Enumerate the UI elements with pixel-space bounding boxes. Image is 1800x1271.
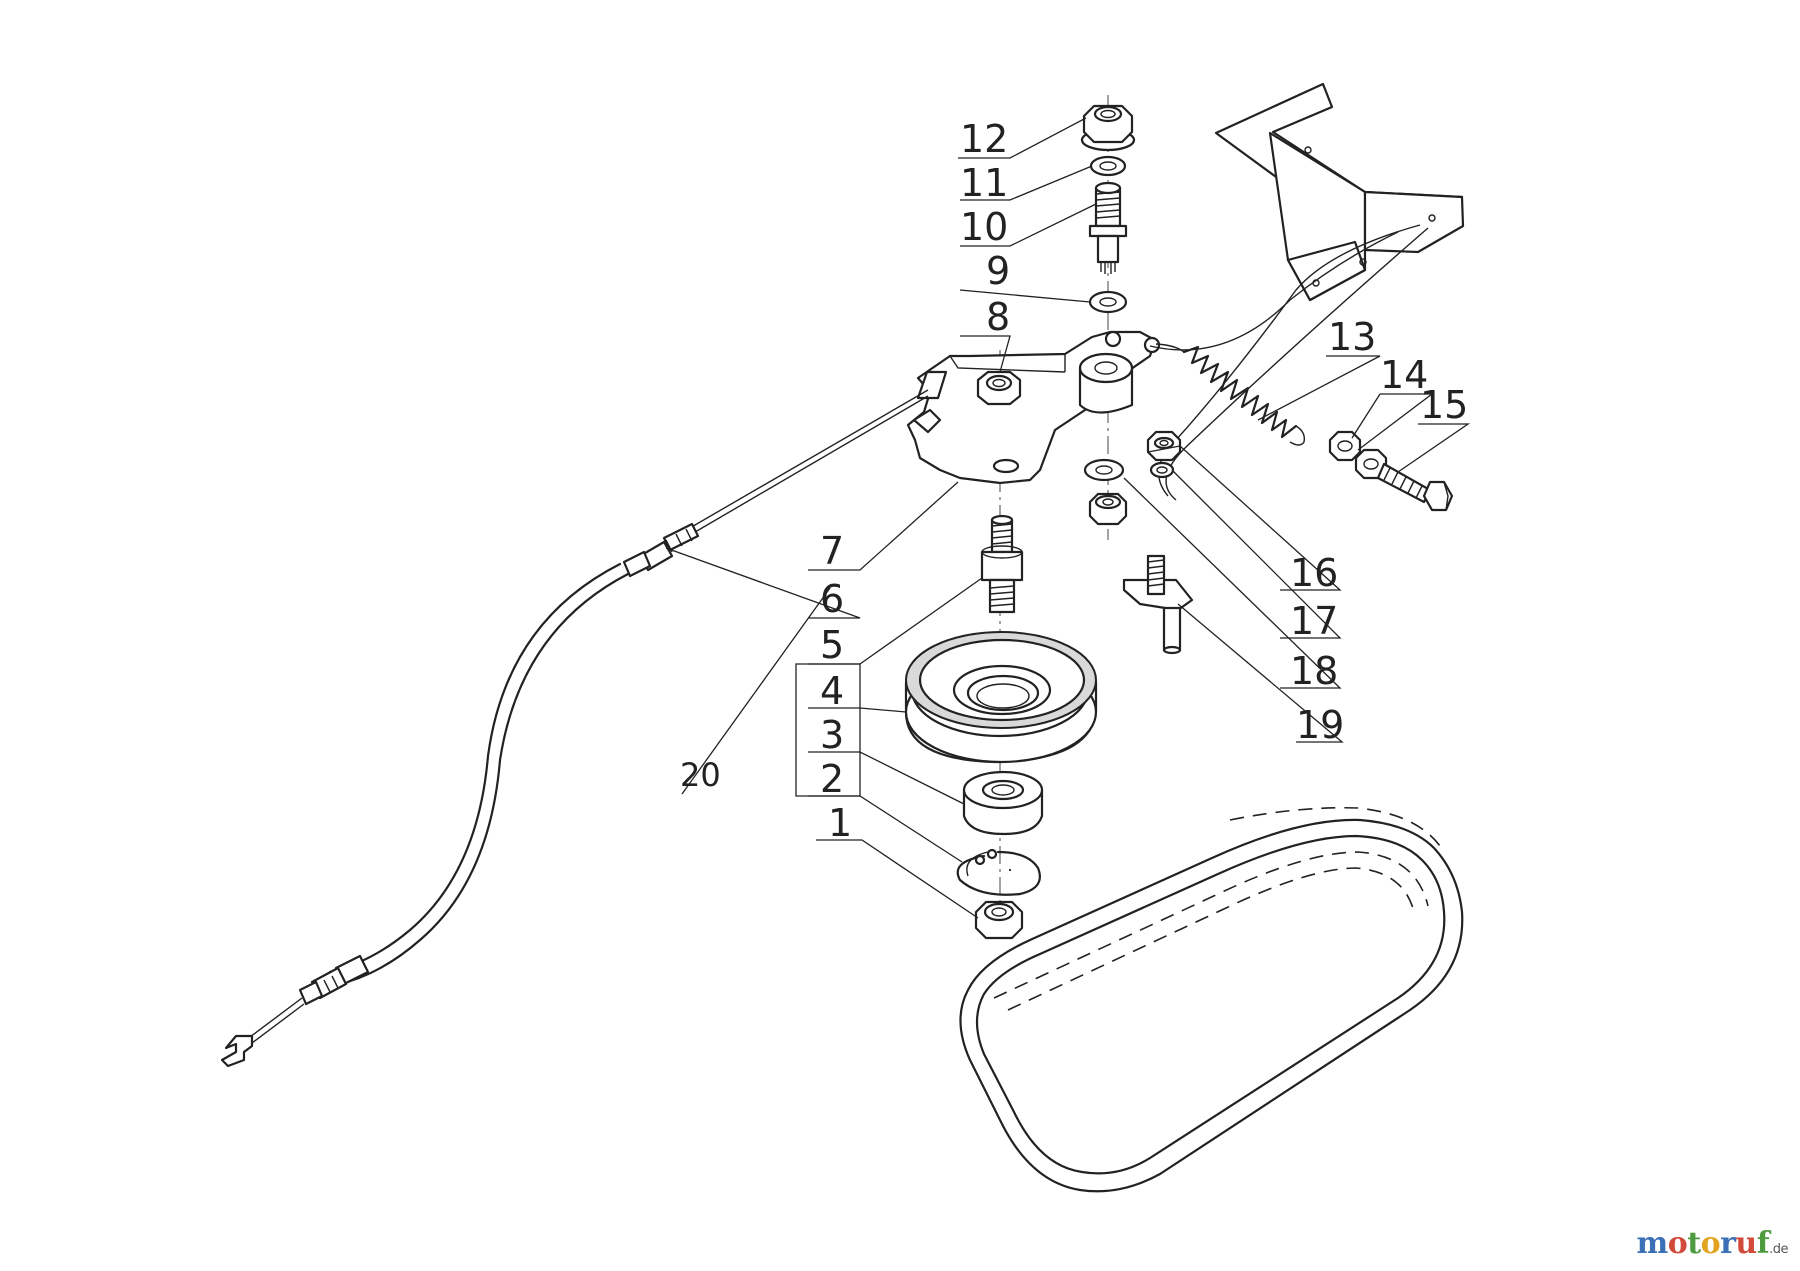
part-17-lock-washer: [1149, 461, 1175, 479]
callout-17: 17: [1290, 599, 1338, 643]
callout-1: 1: [828, 801, 852, 845]
part-11-washer: [1089, 155, 1127, 177]
mounting-bracket: [1214, 82, 1465, 302]
callout-numbers: 12 11 10 9 8 7 6 5 4 3 2 1 20 13 14 15 1…: [680, 117, 1468, 845]
logo-letter: t: [1687, 1226, 1701, 1261]
spring-anchor-curve-a: [1149, 231, 1399, 351]
leader-lines: [665, 117, 1471, 919]
part-1-nut: [974, 900, 1024, 940]
callout-20: 20: [680, 756, 721, 794]
callout-19: 19: [1296, 703, 1344, 747]
callout-18: 18: [1290, 649, 1338, 693]
part-10-shoulder-bolt: [1088, 181, 1128, 274]
part-8-nut: [976, 370, 1022, 406]
callout-3: 3: [820, 713, 844, 757]
motoruf-logo: motoruf.de: [1636, 1226, 1788, 1261]
part-15-hex-bolt: [1376, 462, 1454, 512]
callout-16: 16: [1290, 551, 1338, 595]
part-16-nut: [1146, 430, 1182, 462]
part-2-circlip: [956, 848, 1041, 896]
v-belt: [959, 806, 1464, 1193]
part-18-washer: [1083, 458, 1125, 482]
part-3-bearing: [962, 770, 1044, 836]
callout-15: 15: [1420, 383, 1468, 427]
logo-letter: o: [1667, 1226, 1688, 1261]
callout-14: 14: [1380, 353, 1428, 397]
callout-4: 4: [820, 669, 844, 713]
callout-6: 6: [820, 577, 844, 621]
logo-letter: o: [1700, 1226, 1721, 1261]
arm-pivot-boss: [1078, 330, 1161, 414]
logo-letter: m: [1636, 1226, 1668, 1261]
callout-12: 12: [960, 117, 1008, 161]
callout-9: 9: [986, 249, 1010, 293]
callout-2: 2: [820, 757, 844, 801]
callout-11: 11: [960, 161, 1008, 205]
logo-letter: r: [1720, 1226, 1736, 1261]
callout-8: 8: [986, 295, 1010, 339]
part-14-nuts: [1328, 430, 1388, 480]
part-18-nut: [1088, 492, 1128, 526]
logo-tld: .de: [1769, 1242, 1788, 1257]
logo-letter: f: [1756, 1226, 1770, 1261]
part-5-pivot-stud: [980, 514, 1024, 614]
callout-5: 5: [820, 623, 844, 667]
part-9-washer: [1088, 290, 1128, 314]
spring-anchor-curve-c: [1165, 227, 1429, 501]
callout-13: 13: [1328, 315, 1376, 359]
part-4-idler-pulley: [904, 631, 1098, 764]
part-13-extension-spring: [1155, 343, 1306, 446]
callout-10: 10: [960, 205, 1008, 249]
part-6-control-cable: [220, 389, 929, 1068]
part-12-flange-nut: [1080, 104, 1136, 152]
logo-letter: u: [1735, 1226, 1757, 1261]
callout-7: 7: [820, 529, 844, 573]
part-19-t-bolt: [1122, 554, 1194, 655]
